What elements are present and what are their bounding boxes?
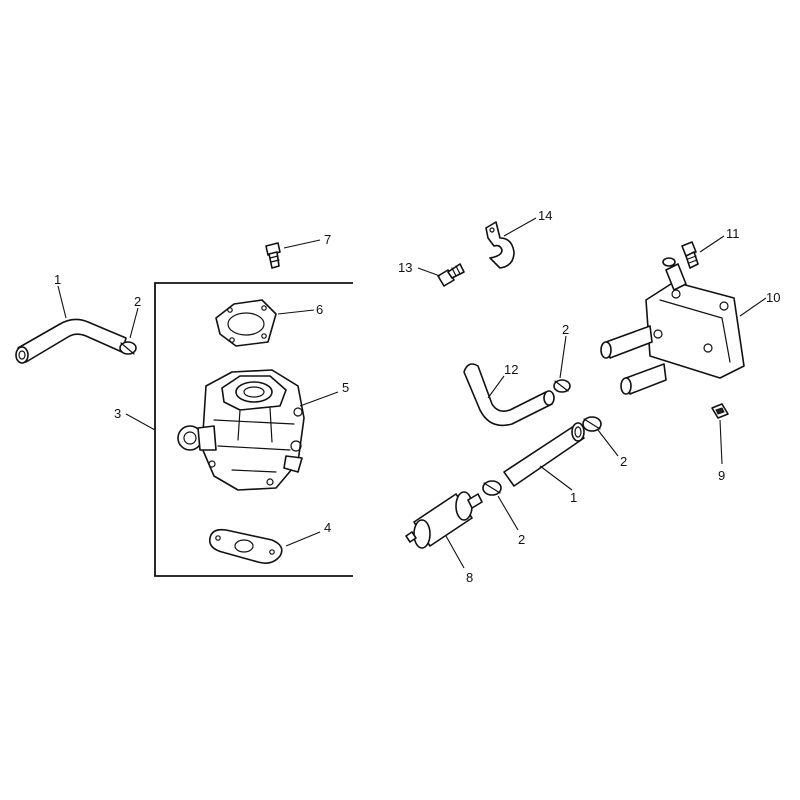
- callout-4: 4: [324, 520, 331, 535]
- callout-10: 10: [766, 290, 780, 305]
- callout-14: 14: [538, 208, 552, 223]
- leader-lines: [57, 217, 767, 569]
- callout-2-upper: 2: [562, 322, 569, 337]
- callout-5: 5: [342, 380, 349, 395]
- callout-8: 8: [466, 570, 473, 585]
- callout-3: 3: [114, 406, 121, 421]
- callout-13: 13: [398, 260, 412, 275]
- fuel-pump: [600, 257, 745, 395]
- callout-2-filter: 2: [518, 532, 525, 547]
- bent-hose: [463, 363, 555, 427]
- callout-7: 7: [324, 232, 331, 247]
- hose-clamp-right: [582, 416, 602, 432]
- callout-labels: 1 2 3 4 5 6 7 8 9 10 11 12 13 14 2 2 2 1: [54, 208, 780, 585]
- screw-part-11: [681, 241, 699, 269]
- upper-gasket: [215, 299, 277, 347]
- screw-part-13: [437, 263, 465, 287]
- fuel-filter: [405, 491, 483, 549]
- screw-part-7: [265, 242, 281, 269]
- callout-1-right: 1: [570, 490, 577, 505]
- callout-1-left: 1: [54, 272, 61, 287]
- lower-gasket: [208, 528, 283, 564]
- fuel-hose-elbow: [15, 318, 127, 364]
- hose-clamp-filter: [482, 480, 502, 496]
- hose-clamp-upper: [553, 379, 571, 393]
- callout-2-left: 2: [134, 294, 141, 309]
- callout-12: 12: [504, 362, 518, 377]
- callout-2-right: 2: [620, 454, 627, 469]
- callout-6: 6: [316, 302, 323, 317]
- small-fitting: [711, 403, 729, 419]
- hose-clamp-left: [119, 341, 137, 355]
- callout-11: 11: [726, 226, 740, 241]
- callout-9: 9: [718, 468, 725, 483]
- carburetor: [177, 369, 305, 491]
- fuel-hose-straight: [503, 422, 585, 487]
- hose-clip: [485, 221, 515, 269]
